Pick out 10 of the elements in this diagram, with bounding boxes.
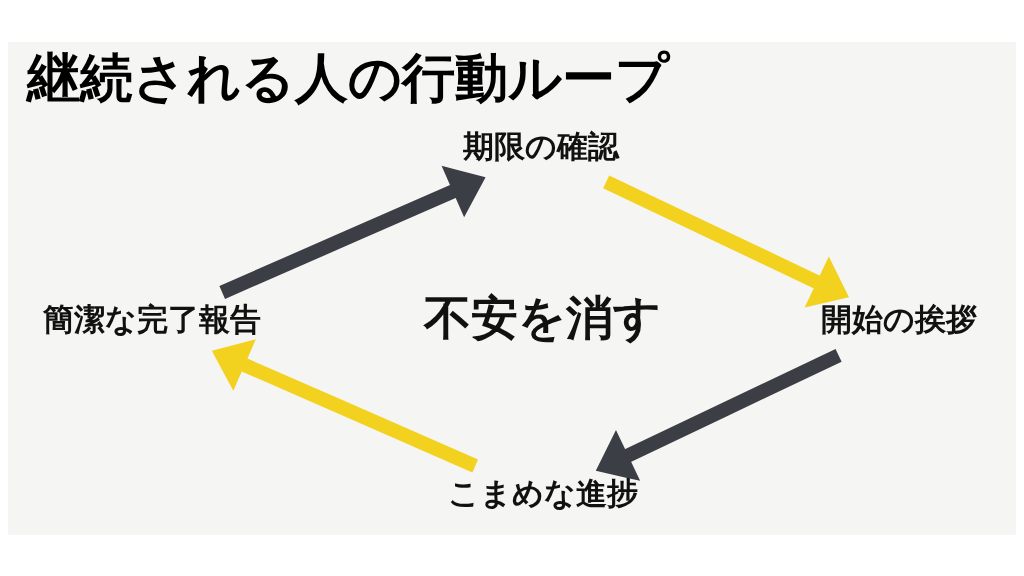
node-text: 簡潔な完了報告 [42,300,261,337]
label: 不安を消す [424,289,662,345]
diagram-title: 継続される人の行動ループ [26,45,669,109]
node-text: こまめな進捗 [447,474,638,511]
arrow [219,165,486,299]
node-text: 期限の確認 [463,127,620,164]
node-text: 開始の挨拶 [821,300,978,337]
arrow [211,338,479,472]
arrow [603,174,849,307]
arrow [595,348,842,481]
